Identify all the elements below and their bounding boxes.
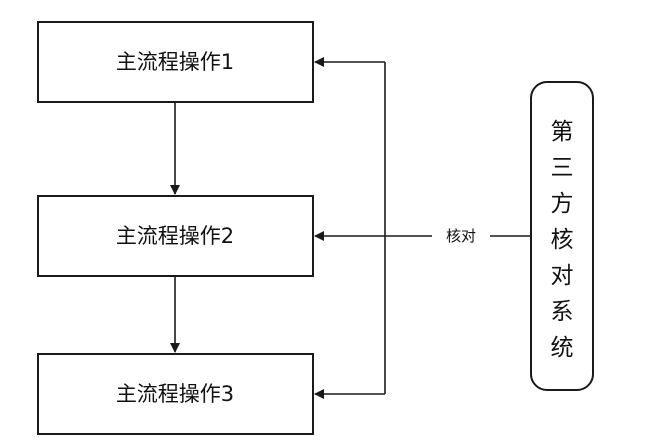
node-op1-box — [37, 21, 314, 103]
node-system-label-char: 核 — [551, 227, 574, 253]
node-op2: 主流程操作2 — [37, 195, 314, 277]
node-op3: 主流程操作3 — [37, 353, 314, 435]
node-system-label-char: 第 — [551, 119, 574, 145]
node-system-label: 第三方核对系统 — [551, 119, 574, 361]
node-op2-label: 主流程操作2 — [116, 224, 234, 248]
node-op2-box — [37, 195, 314, 277]
node-op3-box — [37, 353, 314, 435]
node-op1: 主流程操作1 — [37, 21, 314, 103]
node-op3-label: 主流程操作3 — [116, 382, 234, 406]
node-system-box — [530, 81, 594, 391]
node-system-label-char: 方 — [551, 191, 574, 217]
node-system-label-char: 统 — [551, 335, 574, 361]
node-system-label-char: 三 — [551, 155, 574, 181]
node-system-label-char: 对 — [551, 263, 574, 289]
node-system-label-char: 系 — [551, 299, 574, 325]
node-system: 第三方核对系统 — [530, 81, 594, 391]
edge-check-label-bg — [432, 224, 490, 248]
edge-check-label: 核对 — [446, 227, 476, 245]
node-op1-label: 主流程操作1 — [116, 50, 234, 74]
